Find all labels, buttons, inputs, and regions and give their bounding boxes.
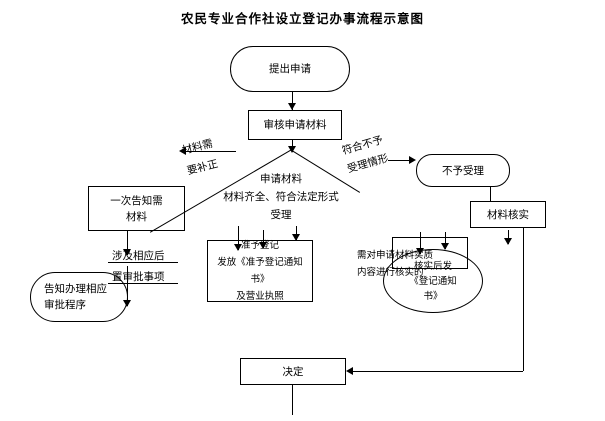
node-review-materials: 审核申请材料 — [248, 110, 342, 140]
connector-note-cross-1 — [108, 262, 178, 263]
note-accept-conditions: 申请材料 材料齐全、符合法定形式 受理 — [223, 173, 339, 221]
arrowhead-down-icon — [123, 300, 131, 307]
note-not-accept-case: 符合不予 受理情形 — [340, 134, 390, 176]
arrowhead-down-icon — [259, 242, 267, 249]
connector-to-decision — [352, 371, 523, 372]
arrowhead-down-icon — [292, 234, 300, 241]
connector-grant-1 — [238, 226, 239, 250]
page-title: 农民专业合作社设立登记办事流程示意图 — [180, 12, 424, 26]
node-reject: 不予受理 — [416, 154, 510, 187]
arrowhead-left-icon — [346, 367, 353, 375]
connector-to-correction — [186, 151, 236, 152]
arrowhead-right-icon — [409, 156, 416, 164]
arrowhead-down-icon — [288, 146, 296, 153]
node-inform-once: 一次告知需 材料 — [88, 186, 185, 231]
node-verify-materials: 材料核实 — [470, 201, 546, 228]
connector-start-review — [292, 92, 293, 110]
arrowhead-down-icon — [416, 248, 424, 255]
connector-note-cross-2 — [108, 283, 178, 284]
node-start: 提出申请 — [230, 46, 350, 92]
node-grant-registration: 准予登记 发放《准予登记通知书》 及营业执照 — [207, 240, 313, 302]
node-decision: 决定 — [240, 358, 346, 385]
node-verify-result: 核实后发 《登记通知 书》 — [383, 249, 483, 313]
note-verify-needed: 需对申请材料实质 内容进行核实的 — [357, 250, 434, 278]
connector-inform-down — [127, 231, 128, 255]
connector-to-reject — [388, 160, 410, 161]
connector-right-down — [523, 228, 524, 371]
connector-verify-result-1 — [420, 232, 421, 254]
connector-verify-result-3 — [508, 230, 509, 244]
arrowhead-down-icon — [504, 238, 512, 245]
connector-to-procedure — [127, 266, 128, 306]
arrowhead-down-icon — [441, 243, 449, 250]
connector-reject-verify — [490, 187, 491, 201]
node-inform-procedure: 告知办理相应 审批程序 — [30, 272, 128, 322]
arrowhead-down-icon — [288, 103, 296, 110]
connector-decision-down — [292, 385, 293, 415]
arrowhead-left-icon — [179, 147, 186, 155]
connector-grant-2 — [263, 230, 264, 248]
arrowhead-down-icon — [234, 244, 242, 251]
connector-verify-result-2 — [445, 232, 446, 249]
arrowhead-down-icon — [123, 249, 131, 256]
connector-accept-grant — [296, 226, 297, 240]
